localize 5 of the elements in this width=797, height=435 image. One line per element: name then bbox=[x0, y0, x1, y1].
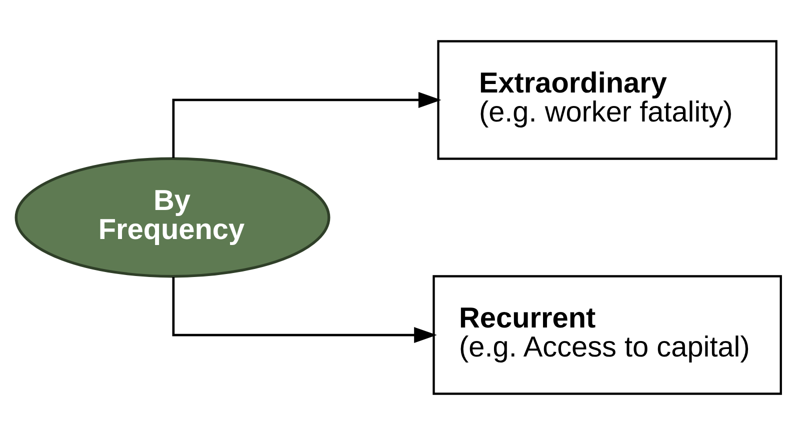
node-box: Recurrent (e.g. Access to capital) bbox=[432, 275, 782, 395]
node-box: Extraordinary (e.g. worker fatality) bbox=[437, 40, 778, 160]
node-ellipse: By Frequency bbox=[14, 157, 330, 278]
arrow bbox=[172, 92, 442, 158]
arrow bbox=[172, 276, 437, 344]
